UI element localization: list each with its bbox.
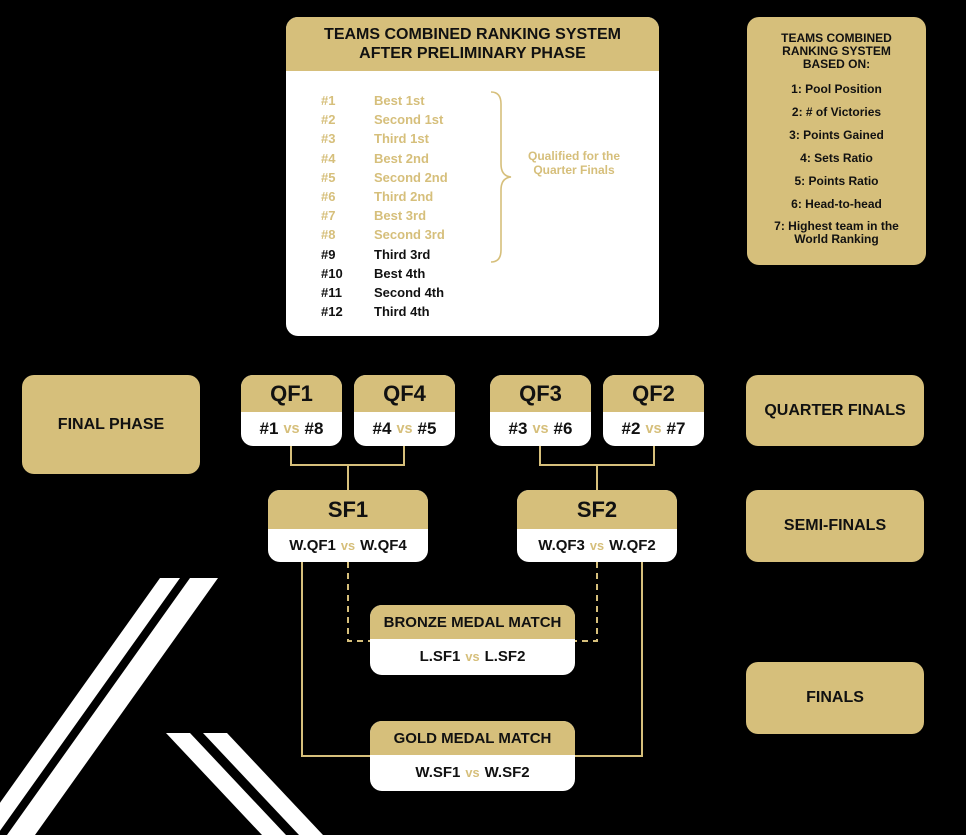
criteria-title: TEAMS COMBINED RANKING SYSTEM BASED ON: [781,31,892,71]
final-phase-label: FINAL PHASE [22,375,200,474]
criteria-item: 3: Points Gained [789,128,884,142]
ranking-title: TEAMS COMBINED RANKING SYSTEM AFTER PREL… [286,17,659,71]
quarter-finals-label: QUARTER FINALS [746,375,924,446]
criteria-item: 4: Sets Ratio [800,151,873,165]
criteria-box: TEAMS COMBINED RANKING SYSTEM BASED ON: … [747,17,926,265]
criteria-item: 2: # of Victories [791,105,882,119]
brace-icon [490,91,512,263]
finals-label: FINALS [746,662,924,734]
criteria-item: 5: Points Ratio [794,174,879,188]
criteria-item: 6: Head-to-head [791,197,882,211]
criteria-item: 1: Pool Position [791,82,882,96]
qualified-label: Qualified for the Quarter Finals [527,149,620,177]
semi-finals-label: SEMI-FINALS [746,490,924,562]
ranking-card: TEAMS COMBINED RANKING SYSTEM AFTER PREL… [286,17,659,336]
criteria-item: 7: Highest team in the World Ranking [774,219,899,246]
